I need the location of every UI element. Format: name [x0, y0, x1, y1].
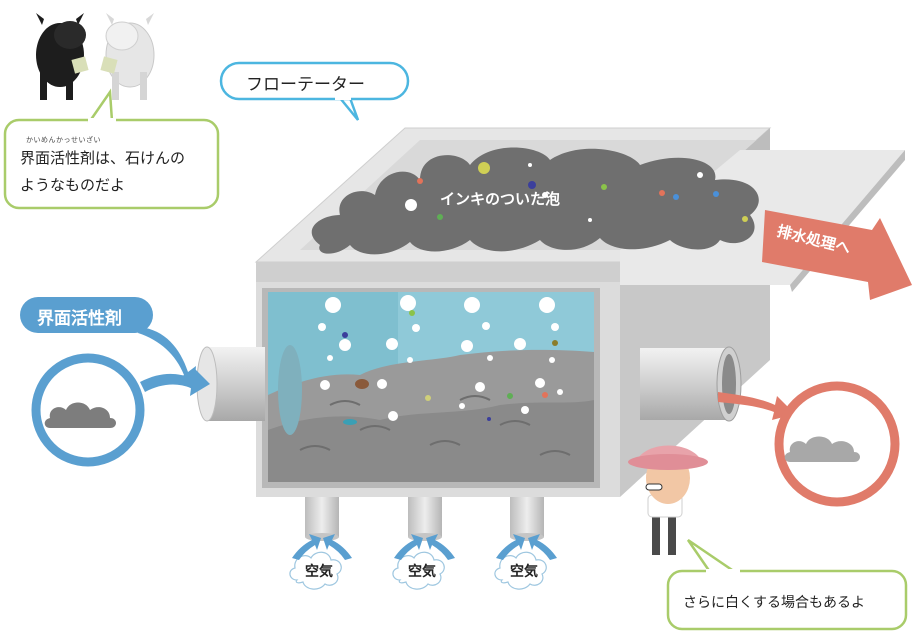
floatator-label: フローテーター: [246, 75, 365, 95]
farmer-bubble-text: さらに白くする場合もあるよ: [683, 595, 865, 611]
goat-bubble: [3, 88, 220, 210]
goat-bubble-line1: 界面活性剤は、石けんの: [20, 149, 186, 167]
inlet-pipe: [196, 345, 302, 435]
air-bubbles: [318, 295, 563, 421]
air-clouds: [289, 551, 547, 590]
farmer: [628, 445, 708, 555]
air-pipes: [305, 497, 544, 541]
outlet-pipe: [640, 346, 742, 422]
goat-bubble-line2: ようなものだよ: [20, 176, 126, 194]
drain-chute: [620, 150, 905, 285]
ink-particles: [342, 310, 558, 425]
drain-arrow: [762, 210, 912, 300]
foam-label: インキのついた泡: [440, 190, 561, 208]
floatator-bubble: [219, 61, 410, 121]
output-circle: [718, 381, 900, 507]
goat-bubble-ruby: かいめんかっせいざい: [26, 136, 101, 144]
goat-white: [100, 13, 155, 100]
ink-foam: [311, 147, 759, 255]
water-chamber: [268, 292, 594, 482]
air-label-3: 空気: [510, 564, 538, 580]
air-arrows: [292, 534, 557, 560]
air-label-1: 空気: [305, 564, 333, 580]
goat-black: [36, 13, 89, 100]
surfactant-circle: [31, 353, 210, 467]
surfactant-label: 界面活性剤: [37, 309, 122, 329]
air-label-2: 空気: [408, 564, 436, 580]
farmer-bubble: [666, 538, 908, 631]
